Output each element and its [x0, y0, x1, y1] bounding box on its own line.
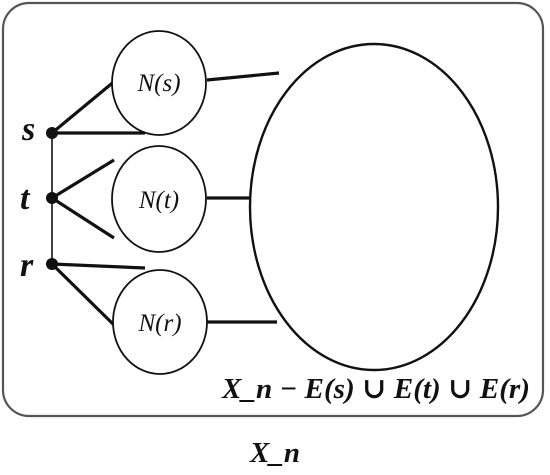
neighborhood-s: [111, 30, 207, 136]
edge-r-nr-lower: [50, 262, 116, 327]
vertex-s-dot: [46, 127, 58, 139]
outer-frame: [1, 1, 545, 418]
edge-t-nt-lower: [51, 196, 115, 240]
vertex-s-label: s: [21, 111, 35, 148]
remainder-label: X_n − E(s) ∪ E(t) ∪ E(r): [221, 373, 530, 405]
neighborhood-r-label: N(r): [137, 310, 181, 337]
edge-ns-remainder: [206, 71, 280, 82]
vertex-t-label: t: [20, 180, 31, 217]
remainder-ellipse: [248, 42, 500, 372]
edge-r-nr-upper: [51, 262, 146, 270]
vertex-t-dot: [46, 192, 58, 204]
vertex-r-label: r: [20, 247, 34, 284]
vertex-r-dot: [46, 258, 58, 270]
neighborhood-t: [111, 145, 207, 253]
neighborhood-t-label: N(t): [138, 187, 179, 214]
frame-label: X_n: [249, 437, 300, 469]
neighborhood-s-label: N(s): [136, 70, 180, 97]
edge-t-nt-upper: [51, 158, 115, 200]
neighborhood-r: [112, 269, 208, 375]
edge-s-ns-upper: [50, 78, 118, 135]
